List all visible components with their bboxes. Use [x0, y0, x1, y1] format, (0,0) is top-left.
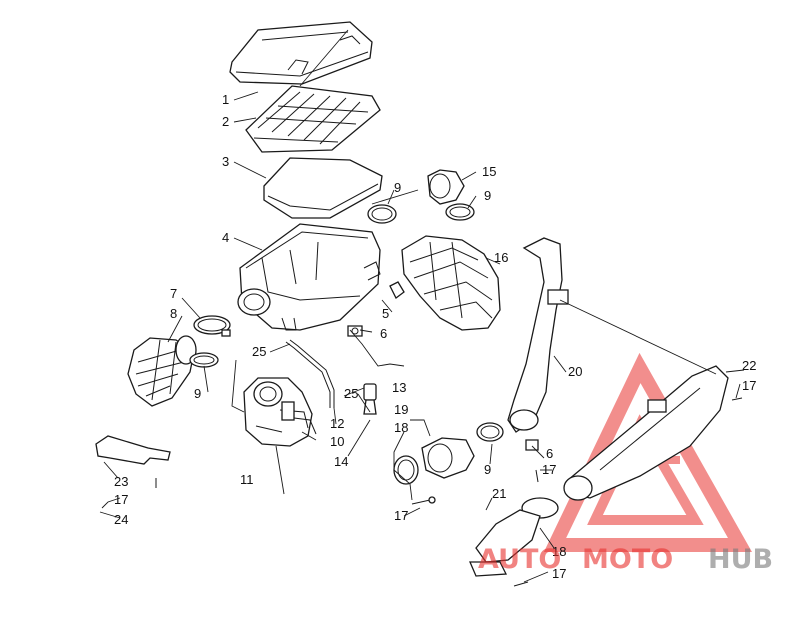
callout-6a: 6 — [380, 326, 387, 341]
callout-25b: 25 — [344, 386, 358, 401]
mount-bracket — [95, 435, 171, 465]
fastener-6-upper — [347, 325, 363, 337]
bolt-17-mid — [535, 469, 539, 483]
filter-grid — [245, 85, 381, 153]
fastener-5 — [389, 281, 405, 299]
vent-hose — [285, 339, 335, 408]
callout-20: 20 — [568, 364, 582, 379]
fitting-13 — [363, 383, 377, 415]
exhaust-manifold — [401, 235, 501, 331]
callout-16: 16 — [494, 250, 508, 265]
clamp-9-lower-left — [189, 352, 219, 368]
bolt-17-bottom — [513, 581, 529, 587]
callout-15: 15 — [482, 164, 496, 179]
callout-8: 8 — [170, 306, 177, 321]
callout-19: 19 — [394, 402, 408, 417]
callout-17c: 17 — [394, 508, 408, 523]
callout-21: 21 — [492, 486, 506, 501]
fastener-6-lower — [525, 439, 539, 451]
callout-17e: 17 — [552, 566, 566, 581]
callout-6b: 6 — [546, 446, 553, 461]
clamp-9-manifold — [445, 203, 475, 221]
watermark-moto: MOTO — [582, 544, 673, 575]
intake-boot — [127, 335, 197, 407]
callout-24: 24 — [114, 512, 128, 527]
clamp-9-upper — [367, 204, 397, 224]
muffler — [559, 299, 729, 501]
callout-10: 10 — [330, 434, 344, 449]
callout-18a: 18 — [394, 420, 408, 435]
callout-25a: 25 — [252, 344, 266, 359]
callout-17a: 17 — [742, 378, 756, 393]
coupler-19 — [421, 437, 475, 479]
airbox-cover — [229, 21, 373, 85]
bolt-17-left — [411, 496, 436, 505]
callout-1: 1 — [222, 92, 229, 107]
callout-9d: 9 — [484, 462, 491, 477]
bolt-17-right — [731, 397, 743, 401]
callout-4: 4 — [222, 230, 229, 245]
callout-labels: 1 2 3 4 5 6 6 7 8 9 9 9 9 10 11 12 13 14… — [114, 92, 756, 581]
callout-5: 5 — [382, 306, 389, 321]
callout-17b: 17 — [542, 462, 556, 477]
watermark-auto: AUTO — [478, 544, 561, 575]
callout-9c: 9 — [484, 188, 491, 203]
callout-9a: 9 — [194, 386, 201, 401]
callout-17d: 17 — [114, 492, 128, 507]
tail-pipe — [469, 497, 559, 577]
intake-elbow — [427, 169, 465, 205]
callout-3: 3 — [222, 154, 229, 169]
callout-2: 2 — [222, 114, 229, 129]
clamp-9-lower-right — [476, 422, 504, 442]
callout-7: 7 — [170, 286, 177, 301]
callout-22: 22 — [742, 358, 756, 373]
airbox-housing — [237, 223, 381, 331]
watermark-hub: HUB — [708, 544, 773, 575]
filter-element — [263, 157, 383, 219]
callout-14: 14 — [334, 454, 348, 469]
watermark-text: AUTO MOTO HUB — [478, 544, 773, 575]
callout-11: 11 — [240, 472, 254, 487]
callout-13: 13 — [392, 380, 406, 395]
leader-lines — [99, 29, 745, 583]
clamp-18-left — [393, 455, 419, 485]
carburetor — [243, 377, 317, 495]
callout-9b: 9 — [394, 180, 401, 195]
callout-18b: 18 — [552, 544, 566, 559]
callout-12: 12 — [330, 416, 344, 431]
head-pipe — [507, 237, 569, 433]
clamp-7 — [193, 315, 231, 337]
callout-23: 23 — [114, 474, 128, 489]
